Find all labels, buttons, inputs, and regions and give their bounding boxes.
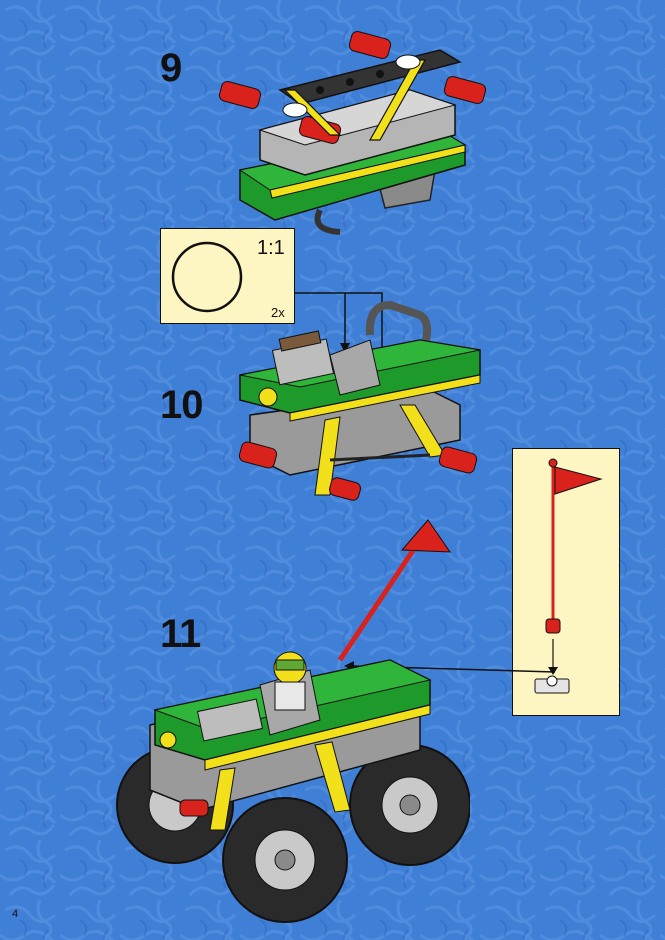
step-11-assembly <box>116 519 470 923</box>
step-number-11: 11 <box>160 612 201 656</box>
step-number-10: 10 <box>160 383 203 427</box>
scale-label: 1:1 <box>257 237 285 259</box>
quantity-label: 2x <box>271 305 285 320</box>
flag-part-icon <box>534 458 603 694</box>
step-10-assembly <box>238 300 481 501</box>
wheel-outline-icon <box>171 241 243 313</box>
page-number: 4 <box>12 908 19 920</box>
parts-callout-wheel: 1:1 2x <box>160 228 295 324</box>
step-number-9: 9 <box>160 46 182 90</box>
step-9-assembly <box>218 31 487 235</box>
